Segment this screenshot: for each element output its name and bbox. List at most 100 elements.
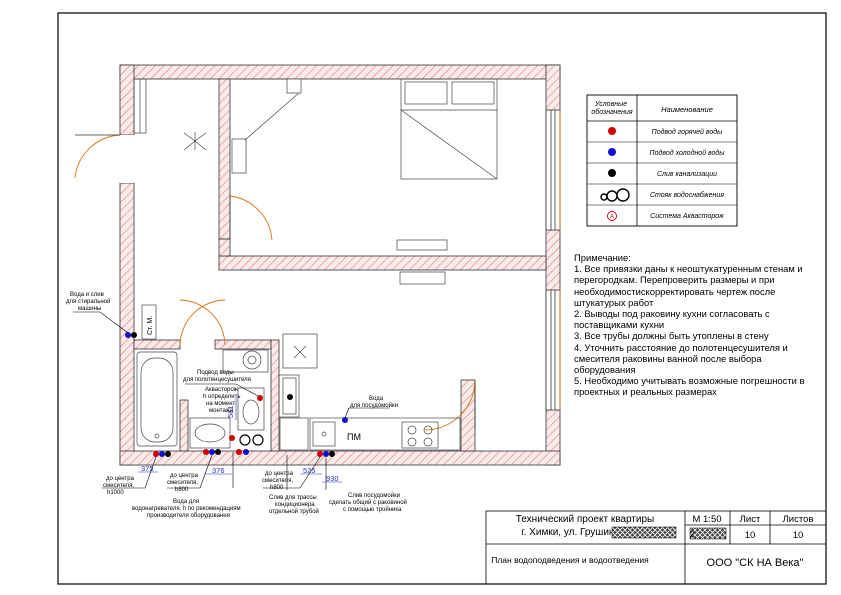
svg-text:на момент: на момент bbox=[206, 401, 236, 407]
dishwasher-box: ПМ bbox=[347, 432, 361, 442]
svg-text:h1000: h1000 bbox=[107, 490, 124, 496]
riser-circle bbox=[252, 434, 264, 446]
svg-text:Слив канализации: Слив канализации bbox=[657, 171, 717, 178]
svg-text:для стиральной: для стиральной bbox=[66, 298, 110, 305]
aquastorozh-dot bbox=[229, 435, 235, 441]
hot-water-dot bbox=[203, 449, 209, 455]
svg-text:смесителя,: смесителя, bbox=[167, 480, 198, 486]
hallway-wardrobe bbox=[133, 78, 207, 151]
drain-dot bbox=[215, 449, 221, 455]
note-item: 2. Выводы под раковину кухни согласовать… bbox=[574, 308, 770, 331]
cold-water-dot bbox=[209, 449, 215, 455]
blue-dot-icon bbox=[608, 148, 616, 156]
sheets-label: Листов bbox=[783, 514, 814, 525]
sheet-label: Лист bbox=[740, 514, 761, 525]
svg-text:Система Аквасторож: Система Аквасторож bbox=[650, 213, 725, 220]
black-dot-icon bbox=[608, 169, 616, 177]
svg-text:смесителя,: смесителя, bbox=[262, 478, 293, 484]
label-washer: Вода и слив bbox=[70, 292, 104, 298]
note-item: 5. Необходимо учитывать возможные погреш… bbox=[574, 375, 805, 398]
windows bbox=[545, 109, 561, 411]
note-item: 3. Все трубы должны быть утоплены в стен… bbox=[574, 330, 769, 342]
svg-text:Подвод горячей воды: Подвод горячей воды bbox=[652, 128, 723, 136]
company-name: ООО "СК НА Века" bbox=[707, 557, 804, 569]
notes-block: Примечание: 1. Все привязки даны к неошт… bbox=[574, 252, 824, 398]
label-dishwasher-water: Вода bbox=[369, 396, 384, 402]
legend-header-symbol: Условные обозначения bbox=[591, 101, 632, 116]
svg-text:375: 375 bbox=[141, 464, 154, 473]
red-dot-icon bbox=[608, 127, 616, 135]
redacted-address bbox=[611, 526, 677, 539]
legend-table: Условные обозначения Наименование A Подв… bbox=[586, 94, 738, 227]
entrance-door bbox=[74, 134, 134, 183]
toilet bbox=[222, 349, 269, 431]
svg-text:с помощью тройника: с помощью тройника bbox=[343, 506, 402, 513]
svg-text:Стояк водоснабжения: Стояк водоснабжения bbox=[650, 191, 724, 199]
svg-text:376: 376 bbox=[212, 466, 225, 475]
svg-text:смесителя,: смесителя, bbox=[103, 483, 134, 489]
label-aquastorozh: Аквасторож bbox=[205, 387, 238, 393]
svg-text:сделать общий с раковиной: сделать общий с раковиной bbox=[329, 499, 407, 506]
svg-text:A: A bbox=[610, 215, 614, 221]
dimensions: 375 376 525 930 561 bbox=[138, 398, 342, 483]
bathtub bbox=[136, 351, 178, 447]
svg-text:кондиционера: кондиционера bbox=[275, 502, 315, 508]
label-dish-drain: Слив посудомойки bbox=[348, 492, 400, 499]
svg-text:h800: h800 bbox=[175, 487, 189, 493]
svg-text:машины: машины bbox=[78, 306, 101, 312]
leaders bbox=[73, 311, 390, 490]
note-item: 1. Все привязки даны к неоштукатуренным … bbox=[574, 263, 803, 308]
project-address: г. Химки, ул. Грушина, bbox=[521, 527, 623, 538]
sheet-number: 10 bbox=[745, 530, 756, 541]
kitchen-furniture bbox=[278, 333, 461, 451]
water-points bbox=[125, 332, 348, 457]
svg-text:ПМ: ПМ bbox=[347, 432, 361, 442]
drain-dot bbox=[131, 332, 137, 338]
note-item: 4. Уточнить расстояние до полотенцесушит… bbox=[574, 341, 788, 376]
drawing-name: План водоподведения и водоотведения bbox=[491, 555, 649, 565]
svg-text:2: 2 bbox=[690, 530, 695, 539]
svg-text:для посудомойки: для посудомойки bbox=[350, 402, 398, 409]
svg-text:Ст. М.: Ст. М. bbox=[147, 316, 154, 335]
sink-bath bbox=[189, 417, 231, 449]
cold-water-dot bbox=[159, 451, 165, 457]
sheet-border bbox=[57, 12, 827, 585]
label-ac-drain: Слив для трассы bbox=[269, 495, 317, 501]
aquastorozh-icon: A bbox=[607, 211, 617, 221]
svg-text:отдельной трубой: отдельной трубой bbox=[269, 508, 319, 515]
redacted-code bbox=[689, 527, 727, 540]
label-heater: Вода для bbox=[173, 499, 199, 505]
kitchen-door bbox=[179, 299, 226, 346]
label-mixer-bath: до центра bbox=[106, 476, 135, 482]
svg-text:водонагревателя, h по рекоменд: водонагревателя, h по рекомендациям bbox=[132, 506, 241, 512]
riser-circles-icon bbox=[600, 188, 630, 202]
scale-label: М 1:50 bbox=[692, 514, 721, 525]
svg-text:для полотенцесушителя: для полотенцесушителя bbox=[183, 377, 251, 383]
legend-header-name: Наименование bbox=[661, 105, 713, 114]
hot-water-dot bbox=[153, 451, 159, 457]
riser-circle bbox=[239, 434, 251, 446]
svg-text:561: 561 bbox=[226, 405, 235, 418]
notes-title: Примечание: bbox=[574, 252, 631, 263]
drain-dot bbox=[165, 451, 171, 457]
svg-text:производителя оборудования: производителя оборудования bbox=[147, 513, 230, 519]
kitchen-right-door bbox=[424, 379, 476, 431]
svg-text:h800: h800 bbox=[270, 485, 284, 491]
label-mixer-kitchen: до центра bbox=[265, 471, 294, 477]
svg-text:h определить: h определить bbox=[203, 394, 241, 400]
room-door bbox=[229, 195, 273, 241]
sheets-total: 10 bbox=[793, 530, 804, 541]
title-block bbox=[485, 510, 827, 585]
svg-text:Подвод холодной воды: Подвод холодной воды bbox=[650, 149, 726, 157]
cold-water-dot bbox=[125, 332, 131, 338]
hot-water-dot bbox=[257, 395, 263, 401]
riser-box: Ст. М. bbox=[141, 304, 157, 340]
svg-text:525: 525 bbox=[303, 466, 316, 475]
walls bbox=[119, 64, 561, 466]
svg-text:930: 930 bbox=[326, 474, 339, 483]
project-title: Технический проект квартиры bbox=[516, 514, 654, 525]
label-towel-rail: Подвод воды bbox=[197, 370, 234, 376]
label-mixer-sink: до центра bbox=[170, 473, 199, 479]
bedroom-furniture bbox=[231, 78, 498, 285]
